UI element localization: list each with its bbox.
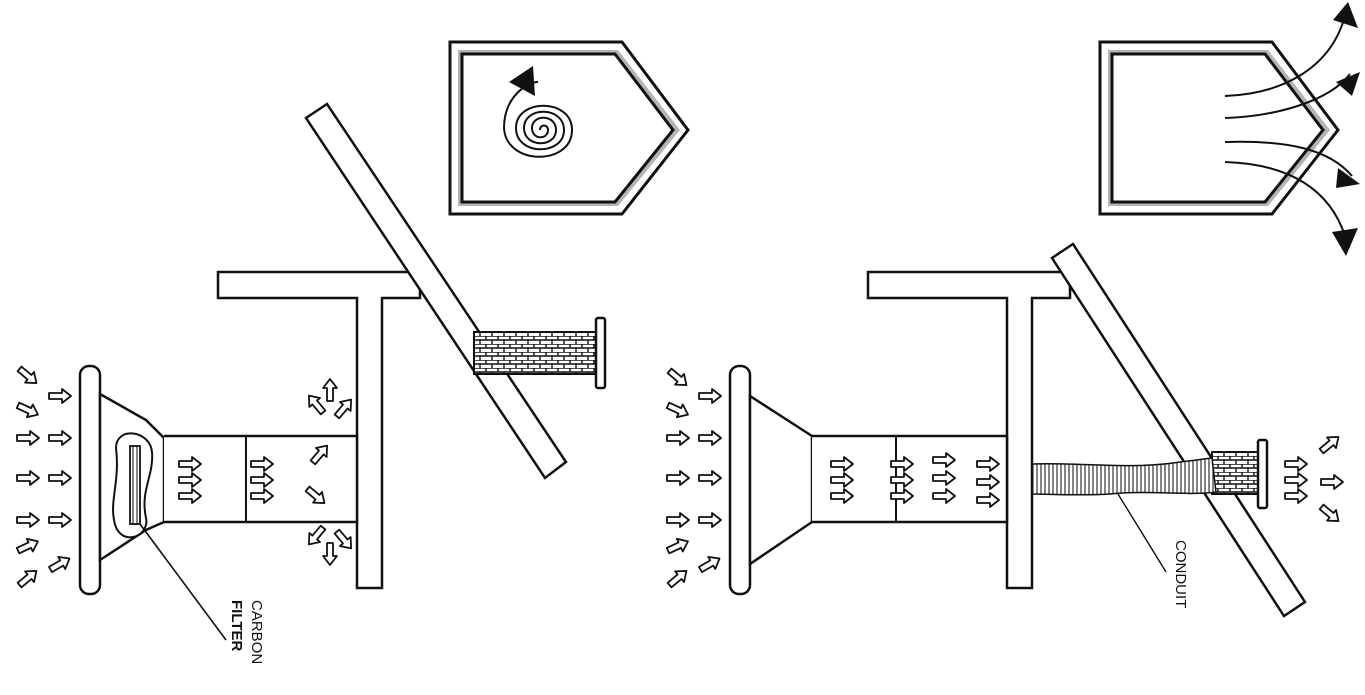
range-hood (78, 364, 359, 641)
right-ducted-diagram: CONDUIT (664, 2, 1360, 618)
wall-board (304, 102, 568, 480)
carbon-label-line2: FILTER (228, 600, 245, 652)
cabinet-structure-right (866, 270, 1072, 590)
house-recirculation-icon (448, 40, 690, 216)
carbon-filter (129, 445, 141, 525)
house-exhaust-icon (1098, 2, 1360, 256)
carbon-label-line1: CARBON (248, 600, 265, 664)
wall-board-right (1050, 242, 1307, 618)
conduit-pipe (1031, 457, 1217, 573)
right-intake-arrows (664, 364, 724, 592)
range-hood-right (728, 364, 1009, 596)
swirl-arrow-icon (502, 81, 574, 158)
wall-cap-brick-right (1211, 438, 1269, 510)
conduit-label: CONDUIT (1172, 540, 1189, 608)
left-recirculating-diagram: CARBON FILTER (14, 40, 690, 664)
wall-cap-brick (473, 316, 607, 390)
left-intake-arrows (14, 362, 74, 592)
right-exhaust-arrows (1284, 430, 1344, 528)
